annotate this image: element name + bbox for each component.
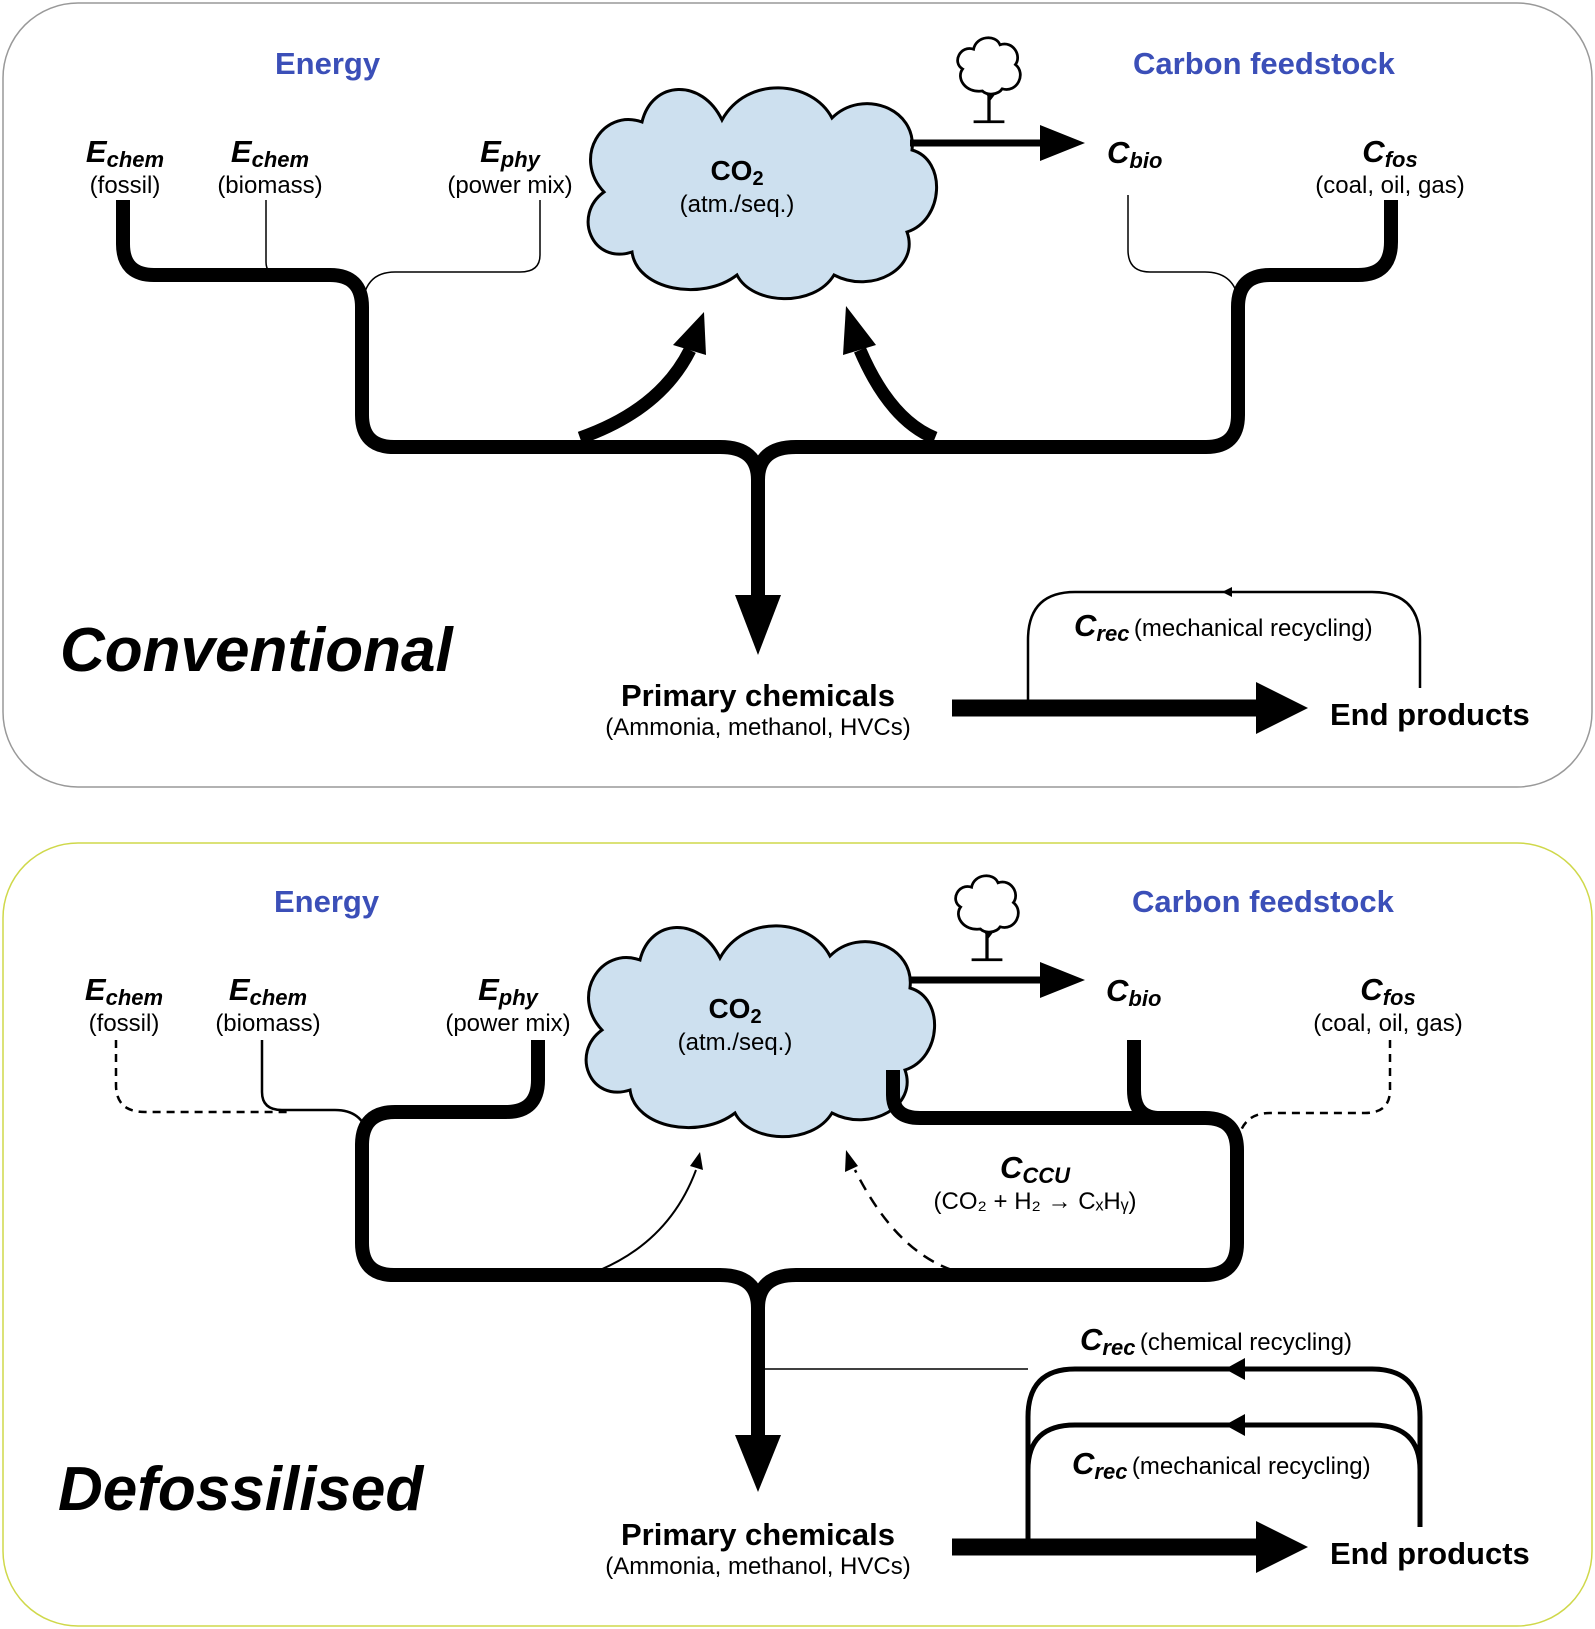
tree-icon	[953, 874, 1020, 962]
flow-e-phy	[363, 200, 541, 296]
arrowhead-chem-recycling	[1225, 1358, 1245, 1380]
panel-title-conventional: Conventional	[60, 616, 453, 685]
arrowhead-end-products	[1256, 682, 1308, 734]
label-end-products: End products	[1330, 697, 1530, 732]
flow-emission-right-dashed	[853, 1169, 953, 1272]
arrowhead-cbio	[1040, 962, 1085, 998]
label-e-phy: Ephy (power mix)	[445, 972, 571, 1038]
flow-e-biomass	[260, 1040, 370, 1136]
arrowhead-mech-recycling	[1225, 1414, 1245, 1436]
label-c-bio: Cbio	[1106, 973, 1162, 1011]
label-primary-chemicals: Primary chemicals (Ammonia, methanol, HV…	[605, 1517, 911, 1580]
carbon-feedstock-heading: Carbon feedstock	[1132, 884, 1394, 919]
label-c-rec-mechanical: Crec (mechanical recycling)	[1074, 608, 1373, 646]
label-e-chem-fossil: Echem (fossil)	[85, 134, 165, 200]
label-primary-chemicals: Primary chemicals (Ammonia, methanol, HV…	[605, 678, 911, 741]
label-c-bio: Cbio	[1107, 135, 1163, 173]
arrowhead-mech-recycling	[1222, 587, 1232, 597]
carbon-feedstock-heading: Carbon feedstock	[1133, 46, 1395, 81]
energy-heading: Energy	[274, 884, 380, 919]
flow-c-ccu	[886, 1070, 1244, 1282]
arrowhead-emission-right-dashed	[845, 1150, 858, 1172]
panel-title-defossilised: Defossilised	[58, 1455, 424, 1524]
flow-emission-left-thin	[599, 1169, 697, 1271]
label-e-chem-biomass: Echem (biomass)	[215, 972, 321, 1038]
flow-c-fos-dashed	[1238, 1040, 1392, 1134]
tree-icon	[955, 36, 1022, 124]
arrowhead-primary	[735, 595, 781, 655]
flow-c-bio	[1127, 1040, 1161, 1125]
arrowhead-emission-left-thin	[690, 1152, 703, 1170]
flow-merge-right	[751, 1268, 950, 1309]
panel-conventional-frame	[2, 2, 1593, 788]
flow-e-biomass	[265, 200, 279, 275]
label-c-fos: Cfos (coal, oil, gas)	[1313, 972, 1463, 1038]
flow-emission-left	[577, 347, 696, 445]
arrowhead-cbio	[1040, 125, 1085, 161]
label-c-fos: Cfos (coal, oil, gas)	[1315, 134, 1465, 200]
flow-emission-right	[854, 347, 938, 445]
label-e-chem-fossil: Echem (fossil)	[84, 972, 164, 1038]
flow-c-bio	[1127, 195, 1239, 298]
arrowhead-end-products	[1256, 1521, 1308, 1573]
flow-e-phy	[355, 1040, 580, 1282]
flow-e-fossil	[116, 200, 580, 454]
arrowhead-emission-right	[843, 306, 876, 355]
flow-merge-right	[751, 440, 950, 481]
label-end-products: End products	[1330, 1536, 1530, 1571]
flow-c-fos	[940, 200, 1398, 454]
label-e-chem-biomass: Echem (biomass)	[217, 134, 323, 200]
arrowhead-emission-left	[673, 312, 706, 355]
label-c-ccu: CCCU (CO₂ + H₂ → CₓHᵧ)	[933, 1150, 1137, 1216]
flow-merge-left	[570, 1268, 765, 1309]
panel-defossilised-frame	[2, 842, 1593, 1627]
loop-mech-recycling	[1025, 1422, 1423, 1540]
flow-e-fossil-dashed	[114, 1040, 290, 1114]
loop-chem-recycling	[1025, 1366, 1423, 1540]
arrowhead-primary	[735, 1435, 781, 1492]
label-co2: CO2 (atm./seq.)	[677, 993, 793, 1056]
energy-heading: Energy	[275, 46, 381, 81]
label-e-phy: Ephy (power mix)	[447, 134, 573, 200]
flow-merge-left	[570, 440, 765, 481]
label-co2: CO2 (atm./seq.)	[679, 155, 795, 218]
label-c-rec-mechanical: Crec (mechanical recycling)	[1072, 1446, 1371, 1484]
label-c-rec-chemical: Crec (chemical recycling)	[1080, 1322, 1352, 1360]
